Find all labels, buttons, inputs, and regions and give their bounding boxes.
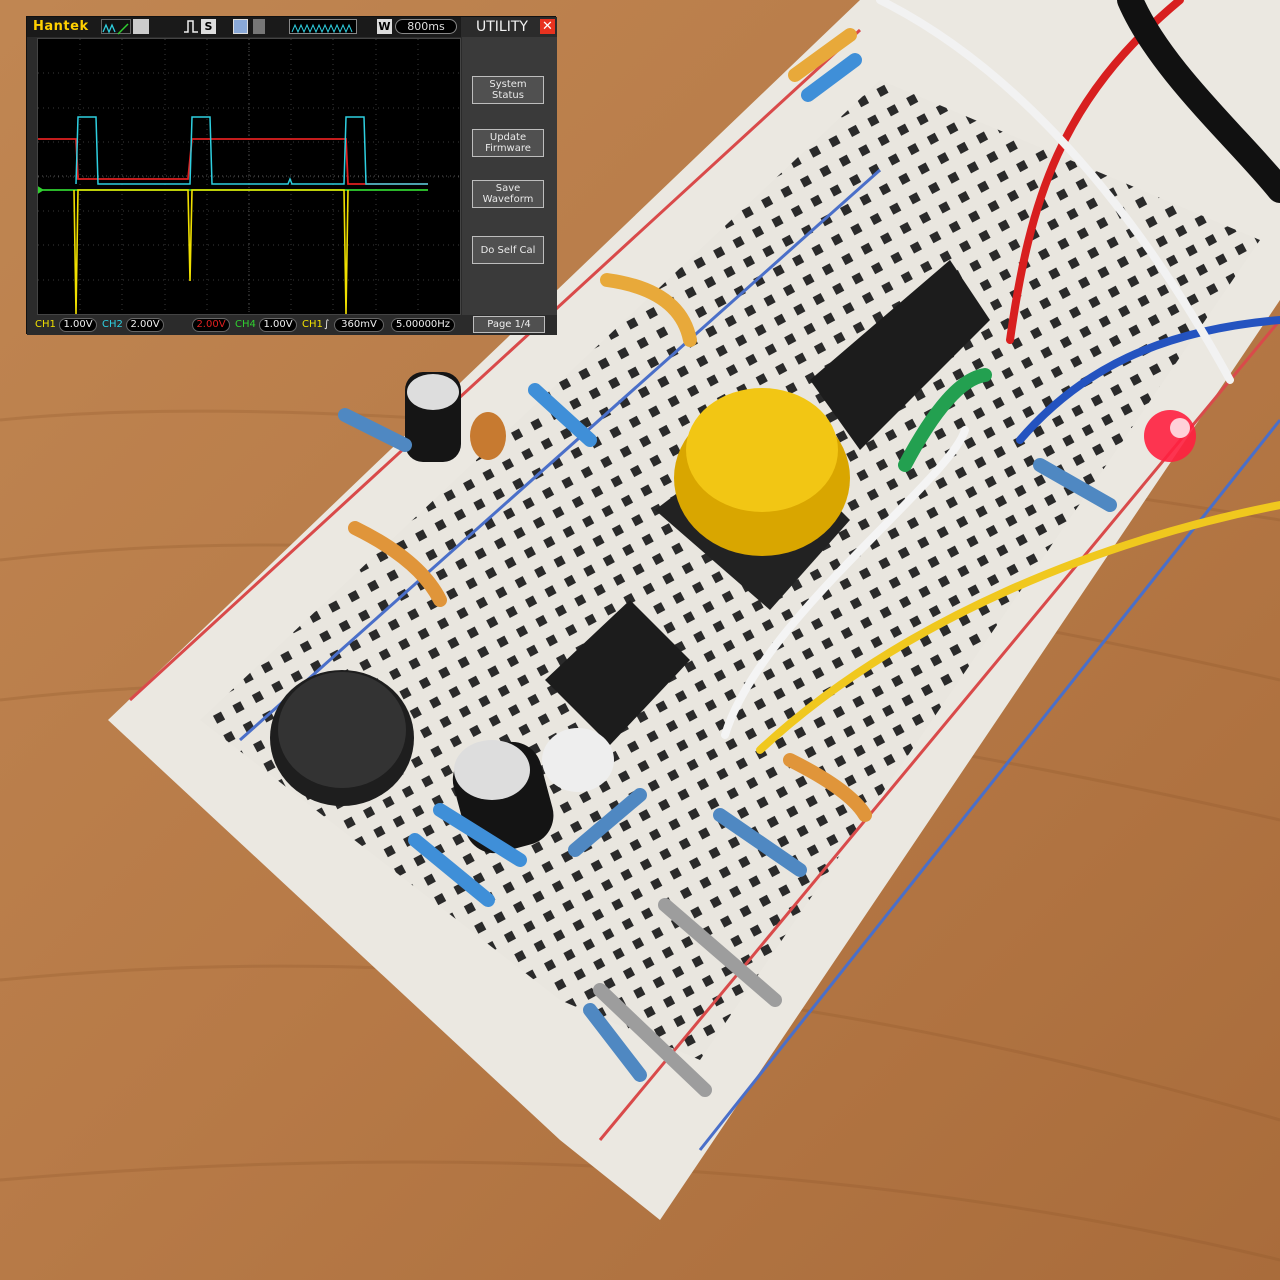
ch4-scale[interactable]: 1.00V: [259, 318, 297, 332]
utility-menu-header: UTILITY ✕: [462, 17, 557, 37]
ic-74hc74-chip: [810, 260, 990, 450]
trigger-slope-icon: ∫: [324, 319, 330, 330]
ch2-label: CH2: [102, 319, 123, 330]
page-indicator-button[interactable]: Page 1/4: [473, 316, 545, 333]
ch4-level-marker: [38, 186, 44, 194]
trigger-level[interactable]: 360mV: [334, 318, 384, 332]
waveform-display: [37, 38, 461, 315]
utility-menu: System Status Update Firmware Save Wavef…: [462, 37, 557, 317]
timebase-readout: 800ms: [395, 19, 457, 34]
ch1-trace: [73, 189, 349, 314]
run-state-badge[interactable]: W: [377, 19, 392, 34]
ch4-label: CH4: [235, 319, 256, 330]
save-icon[interactable]: [233, 19, 248, 34]
menu-title: UTILITY: [476, 19, 528, 35]
ch2-trace: [75, 116, 428, 185]
ch2-scale[interactable]: 2.00V: [126, 318, 164, 332]
brand-logo: Hantek: [33, 19, 89, 34]
trigger-edge-icon[interactable]: [183, 19, 199, 34]
trigger-source-label: CH1: [302, 319, 323, 330]
trigger-mode-badge[interactable]: S: [201, 19, 216, 34]
ch1-scale[interactable]: 1.00V: [59, 318, 97, 332]
math-channel-icon[interactable]: [101, 19, 131, 35]
channel-status-bar: CH1 1.00V CH2 2.00V 2.00V CH4 1.00V CH1 …: [27, 315, 557, 335]
ch1-label: CH1: [35, 319, 56, 330]
ch3-scale[interactable]: 2.00V: [192, 318, 230, 332]
scope-top-bar: Hantek S W 800ms: [27, 17, 461, 37]
close-icon[interactable]: ✕: [540, 19, 555, 34]
waveform-plot: [38, 39, 460, 314]
save-waveform-button[interactable]: Save Waveform: [472, 180, 544, 208]
system-status-button[interactable]: System Status: [472, 76, 544, 104]
frequency-readout: 5.00000Hz: [391, 318, 455, 332]
red-led: [1144, 410, 1196, 462]
update-firmware-button[interactable]: Update Firmware: [472, 129, 544, 157]
usb-icon: [253, 19, 265, 34]
memory-depth-bar: [289, 19, 357, 34]
display-mode-icon[interactable]: [133, 19, 149, 34]
oscilloscope-window: Hantek S W 800ms UTILITY ✕: [26, 16, 557, 335]
self-cal-button[interactable]: Do Self Cal: [472, 236, 544, 264]
opamp-chip: [545, 600, 690, 745]
